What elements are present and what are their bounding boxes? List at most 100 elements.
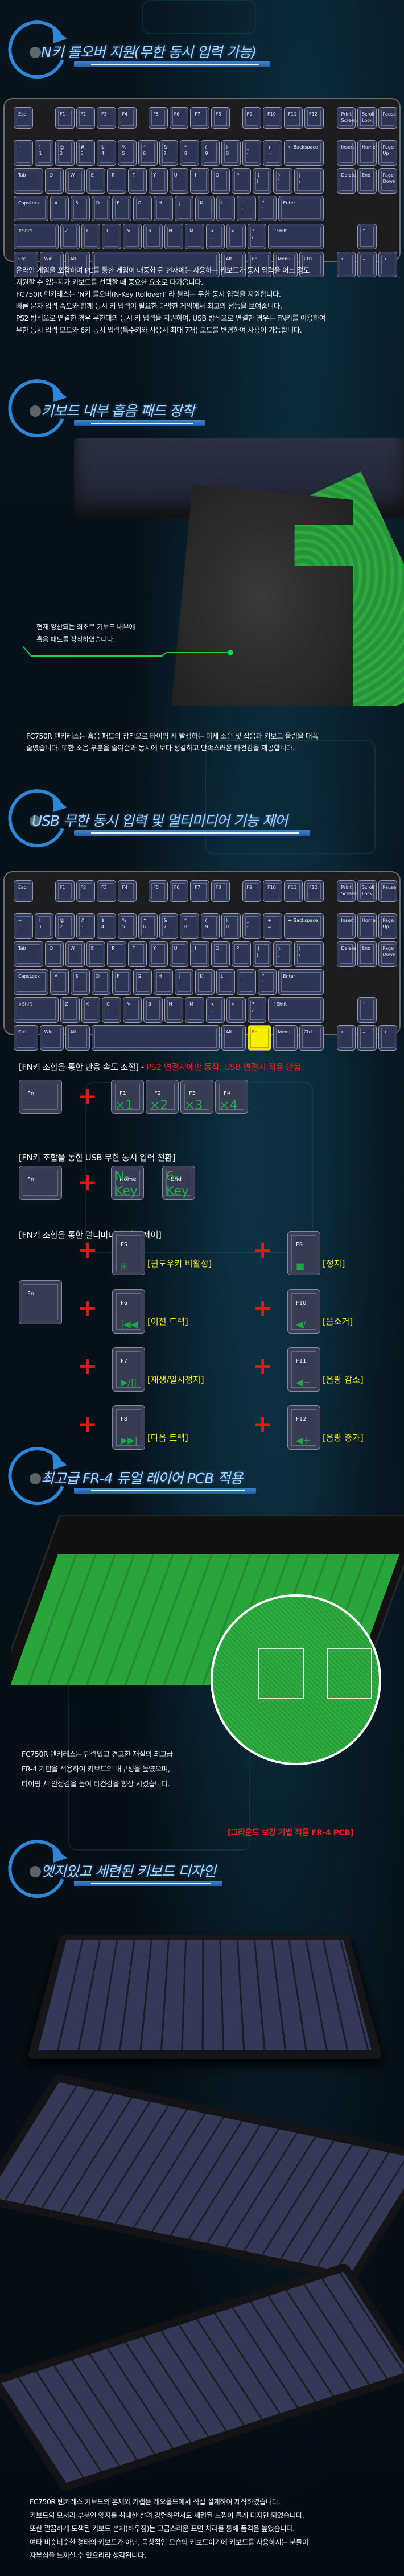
- plus-icon: +: [253, 1236, 273, 1264]
- key-label: F9: [296, 1242, 303, 1248]
- key-r: R: [107, 168, 126, 194]
- volume-down-icon: ◀−: [296, 1377, 311, 1388]
- key-value: ×2: [150, 1098, 168, 1113]
- key-↓: ↓: [357, 1025, 377, 1051]
- key-n: N: [164, 997, 184, 1023]
- sound-absorbing-pad: [171, 484, 353, 706]
- key-win: Win: [39, 1025, 64, 1051]
- text-line: 현재 양산되는 최초로 키보드 내부에: [36, 623, 135, 631]
- text-line: 또한 깔끔하게 도색된 키보드 본체(하우징)는 고급스러운 표면 처리를 통해…: [30, 2524, 295, 2533]
- key-f3: F3: [97, 880, 116, 902]
- key-w: W: [65, 941, 85, 967]
- key-capslock: CapsLock: [14, 196, 48, 221]
- speed-heading-text: [FN키 조합을 통한 반응 속도 조절] -: [19, 1062, 146, 1072]
- key-win: Win: [39, 252, 64, 277]
- key-q: Q: [44, 168, 64, 194]
- circular-arrow-icon: [8, 20, 67, 79]
- plus-icon: +: [77, 1410, 98, 1438]
- text-line: PS2 방식으로 연결한 경우 무한대의 동시 키 입력을 지원하며, USB …: [16, 314, 325, 322]
- key-ctrl: Ctrl: [14, 252, 38, 277]
- text-line: FC750R 텐키레스는 ‘N키 롤오버(N-Key Rollover)’ 라 …: [16, 290, 281, 298]
- text-line: 빠른 문자 입력 속도와 함께 동시 키 입력이 필요한 다양한 게임에서 최고…: [16, 302, 282, 310]
- key-u: U: [169, 941, 189, 967]
- key-l: L: [216, 969, 236, 995]
- key-s: S: [71, 969, 90, 995]
- key-f5: F5: [149, 107, 168, 129]
- header-bar: [74, 830, 310, 836]
- key-+=: + =: [263, 140, 282, 166]
- key-label: F4: [224, 1090, 231, 1097]
- key-label: F5: [121, 1242, 128, 1248]
- key-g: G: [133, 969, 152, 995]
- key-←: ←: [336, 1025, 356, 1051]
- key-"': " ': [257, 969, 277, 995]
- key-→: →: [378, 1025, 397, 1051]
- key-c: C: [102, 997, 121, 1023]
- key-}]: } ]: [273, 168, 292, 194]
- windows-icon: ⊞: [121, 1261, 129, 1271]
- text-line: 지원할 수 있는지가 키보드를 선택할 때 중요한 요소로 다가옵니다.: [16, 278, 203, 286]
- plus-icon: +: [77, 1352, 98, 1380]
- key-pageup: Page Up: [378, 140, 397, 166]
- key-%5: % 5: [117, 913, 137, 939]
- key-k: K: [195, 196, 215, 221]
- key-a: A: [50, 196, 69, 221]
- key-←backspace: ← Backspace: [283, 913, 324, 939]
- key-o: O: [211, 168, 230, 194]
- key-*8: * 8: [180, 140, 199, 166]
- key-pagedown: Page Down: [378, 168, 397, 194]
- circular-arrow-icon: [8, 1840, 67, 1898]
- key-label: Fn: [27, 1291, 35, 1297]
- play-pause-icon: ▶/||: [121, 1377, 137, 1388]
- key-g: G: [133, 196, 152, 221]
- sound-pad-photo: [68, 438, 404, 706]
- key-a: A: [50, 969, 69, 995]
- key-⇧shift: ⇧Shift: [268, 224, 324, 249]
- media-key-f6: F6|◀◀: [112, 1289, 145, 1334]
- key-f: F: [112, 196, 131, 221]
- key-label: F7: [121, 1358, 128, 1364]
- section-header-design: 엣지있고 세련된 키보드 디자인: [0, 1836, 404, 1905]
- key-label: F8: [121, 1416, 128, 1422]
- key-f2: F2: [76, 107, 95, 129]
- key-f4: F4: [117, 880, 137, 902]
- decor-trace: [205, 740, 376, 854]
- key-b: B: [143, 997, 163, 1023]
- key-menu: Menu: [273, 1025, 298, 1051]
- key-label: Fn: [27, 1176, 35, 1183]
- key-esc: Esc: [14, 880, 33, 902]
- plus-icon: +: [253, 1294, 273, 1322]
- key-+=: + =: [263, 913, 282, 939]
- key-scrolllock: Scroll Lock: [357, 880, 377, 902]
- header-bar: [74, 61, 270, 67]
- text-line: 키보드의 모서리 부분인 엣지를 최대한 살려 강렬하면서도 세련된 느낌이 들…: [30, 2511, 304, 2520]
- key-#3: # 3: [76, 913, 95, 939]
- key-alt: Alt: [65, 252, 90, 277]
- key-_-: _ -: [242, 913, 261, 939]
- key-ctrl: Ctrl: [299, 252, 324, 277]
- text-line: FC750R 텐키레스 키보드의 본체와 키캡은 레오폴드에서 직접 설계하여 …: [30, 2497, 281, 2506]
- media-function-label: [음소거]: [323, 1316, 353, 1327]
- media-key-f12: F12◀+: [287, 1405, 320, 1450]
- plus-icon: +: [77, 1236, 98, 1264]
- media-function-label: [윈도우키 비활성]: [147, 1258, 212, 1269]
- key-y: Y: [149, 941, 168, 967]
- key->.: > .: [226, 997, 246, 1023]
- text-line: FC750R 텐키레스는 탄력있고 견고한 재질의 최고급: [22, 1750, 173, 1758]
- key-ctrl: Ctrl: [299, 1025, 324, 1051]
- key-pageup: Page Up: [378, 913, 397, 939]
- key-pagedown: Page Down: [378, 941, 397, 967]
- key-f8: F8: [211, 107, 230, 129]
- text-line: 온라인 게임을 포함하여 PC를 통한 게임이 대중화 된 현재에는 사용하는 …: [16, 266, 310, 274]
- key-printscreen: Print Screen: [336, 880, 357, 902]
- key-label: F12: [296, 1416, 307, 1422]
- key-esc: Esc: [14, 107, 33, 129]
- section-header-nkey: N키 롤오버 지원(무한 동시 입력 가능): [0, 17, 404, 85]
- key-ctrl: Ctrl: [14, 1025, 38, 1051]
- key-v: V: [122, 997, 142, 1023]
- key-|\: | \: [294, 941, 324, 967]
- key-p: P: [232, 941, 251, 967]
